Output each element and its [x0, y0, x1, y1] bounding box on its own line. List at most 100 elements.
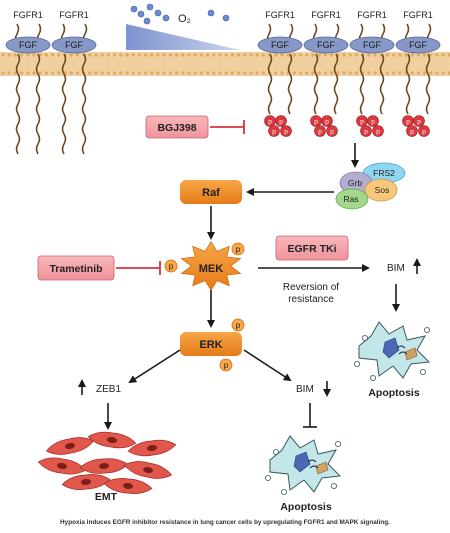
fgfr1-label: FGFR1 [265, 10, 295, 20]
bim-up-label: BIM [387, 263, 405, 274]
fgfr1-label: FGFR1 [357, 10, 387, 20]
svg-text:p: p [169, 262, 174, 271]
bim-down-apoptosis-block [303, 403, 317, 428]
ras-protein [335, 188, 369, 210]
fgfr1-label: FGFR1 [403, 10, 433, 20]
svg-text:p: p [410, 129, 414, 136]
fgf-ligand [5, 36, 51, 54]
fgf-ligand [303, 36, 349, 54]
svg-text:p: p [272, 129, 276, 136]
trametinib-box[interactable] [37, 255, 115, 281]
svg-text:p: p [284, 129, 288, 136]
fgf-ligand [395, 36, 441, 54]
emt-cell [79, 458, 129, 474]
sos-label: Sos [375, 185, 390, 195]
oxygen-gradient-wedge [126, 24, 240, 50]
emt-cell [123, 461, 173, 479]
raf-label: Raf [202, 187, 220, 199]
adaptor-complex: FRS2 Grb Sos Ras [335, 162, 406, 210]
fgfr1-receptors: FGFR1FGFFGFR1FGFFGFR1FGFFGFR1FGFFGFR1FGF… [5, 10, 441, 155]
svg-text:p: p [268, 119, 272, 126]
mek-phospho-left: p [164, 259, 178, 273]
oxygen-gradient: O₂ [126, 3, 240, 50]
apoptosis-right-label: Apoptosis [368, 387, 419, 399]
trametinib-inhibitor[interactable]: Trametinib [37, 255, 115, 281]
svg-text:p: p [236, 321, 241, 330]
ras-label: Ras [343, 194, 358, 204]
emt-cell [103, 477, 153, 495]
bgj398-box[interactable] [145, 115, 209, 139]
svg-text:p: p [364, 129, 368, 136]
egfr-tki-box[interactable] [275, 235, 349, 261]
bim-down-label: BIM [296, 384, 314, 395]
raf-box [180, 180, 242, 204]
egfr-tki-label: EGFR TKi [288, 243, 337, 255]
svg-text:p: p [330, 129, 334, 136]
bgj398-label: BGJ398 [157, 122, 196, 134]
svg-text:p: p [376, 129, 380, 136]
erk-kinase: ERK [180, 332, 242, 356]
svg-text:p: p [406, 119, 410, 126]
emt-cell [45, 437, 95, 455]
erk-phospho-bottom: p [219, 358, 233, 372]
fgf-ligand [257, 36, 303, 54]
bgj398-inhibitor[interactable]: BGJ398 [145, 115, 209, 139]
emt-cell [127, 439, 177, 457]
fgfr1-label: FGFR1 [59, 10, 89, 20]
erk-label: ERK [199, 339, 222, 351]
svg-text:p: p [314, 119, 318, 126]
emt-cell [61, 473, 111, 491]
fgf-ligand [51, 36, 97, 54]
trametinib-inhibition-bar [116, 261, 161, 275]
erk-to-bim-down-arrow [243, 349, 292, 382]
erk-to-zeb1-arrow [128, 349, 181, 384]
mek-phospho-right: p [231, 242, 245, 256]
trametinib-label: Trametinib [49, 263, 102, 275]
emt-cell [87, 431, 137, 449]
emt-label: EMT [95, 491, 118, 503]
mek-label: MEK [199, 263, 224, 275]
figure-caption: Hypoxia induces EGFR inhibitor resistanc… [60, 519, 390, 526]
erk-phospho-top: p [231, 318, 245, 332]
oxygen-bubbles [130, 3, 230, 25]
fgf-label: FGF [363, 40, 381, 50]
emt-cell [37, 457, 87, 475]
reversion-text-line1: Reversion of [283, 282, 339, 293]
svg-text:p: p [371, 119, 375, 126]
svg-text:p: p [360, 119, 364, 126]
fgf-label: FGF [19, 40, 37, 50]
svg-text:p: p [318, 129, 322, 136]
sos-protein [364, 178, 398, 202]
frs2-label: FRS2 [373, 168, 395, 178]
erk-box [180, 332, 242, 356]
fgf-label: FGF [271, 40, 289, 50]
fgf-ligand [349, 36, 395, 54]
svg-text:p: p [236, 245, 241, 254]
egfr-tki-inhibitor[interactable]: EGFR TKi [275, 235, 349, 261]
apoptotic-cell-bottom [265, 435, 342, 495]
svg-text:p: p [422, 129, 426, 136]
svg-text:p: p [417, 119, 421, 126]
svg-text:p: p [325, 119, 329, 126]
apoptotic-cell-right [354, 321, 431, 381]
emt-cells [37, 431, 177, 495]
mek-kinase: MEK [180, 240, 242, 292]
raf-kinase: Raf [180, 180, 242, 204]
svg-text:p: p [279, 119, 283, 126]
fgfr1-label: FGFR1 [311, 10, 341, 20]
fgf-label: FGF [65, 40, 83, 50]
reversion-text-line2: resistance [288, 294, 334, 305]
apoptosis-bottom-label: Apoptosis [280, 501, 331, 513]
svg-text:p: p [224, 361, 229, 370]
fgf-label: FGF [317, 40, 335, 50]
zeb1-label: ZEB1 [96, 384, 121, 395]
